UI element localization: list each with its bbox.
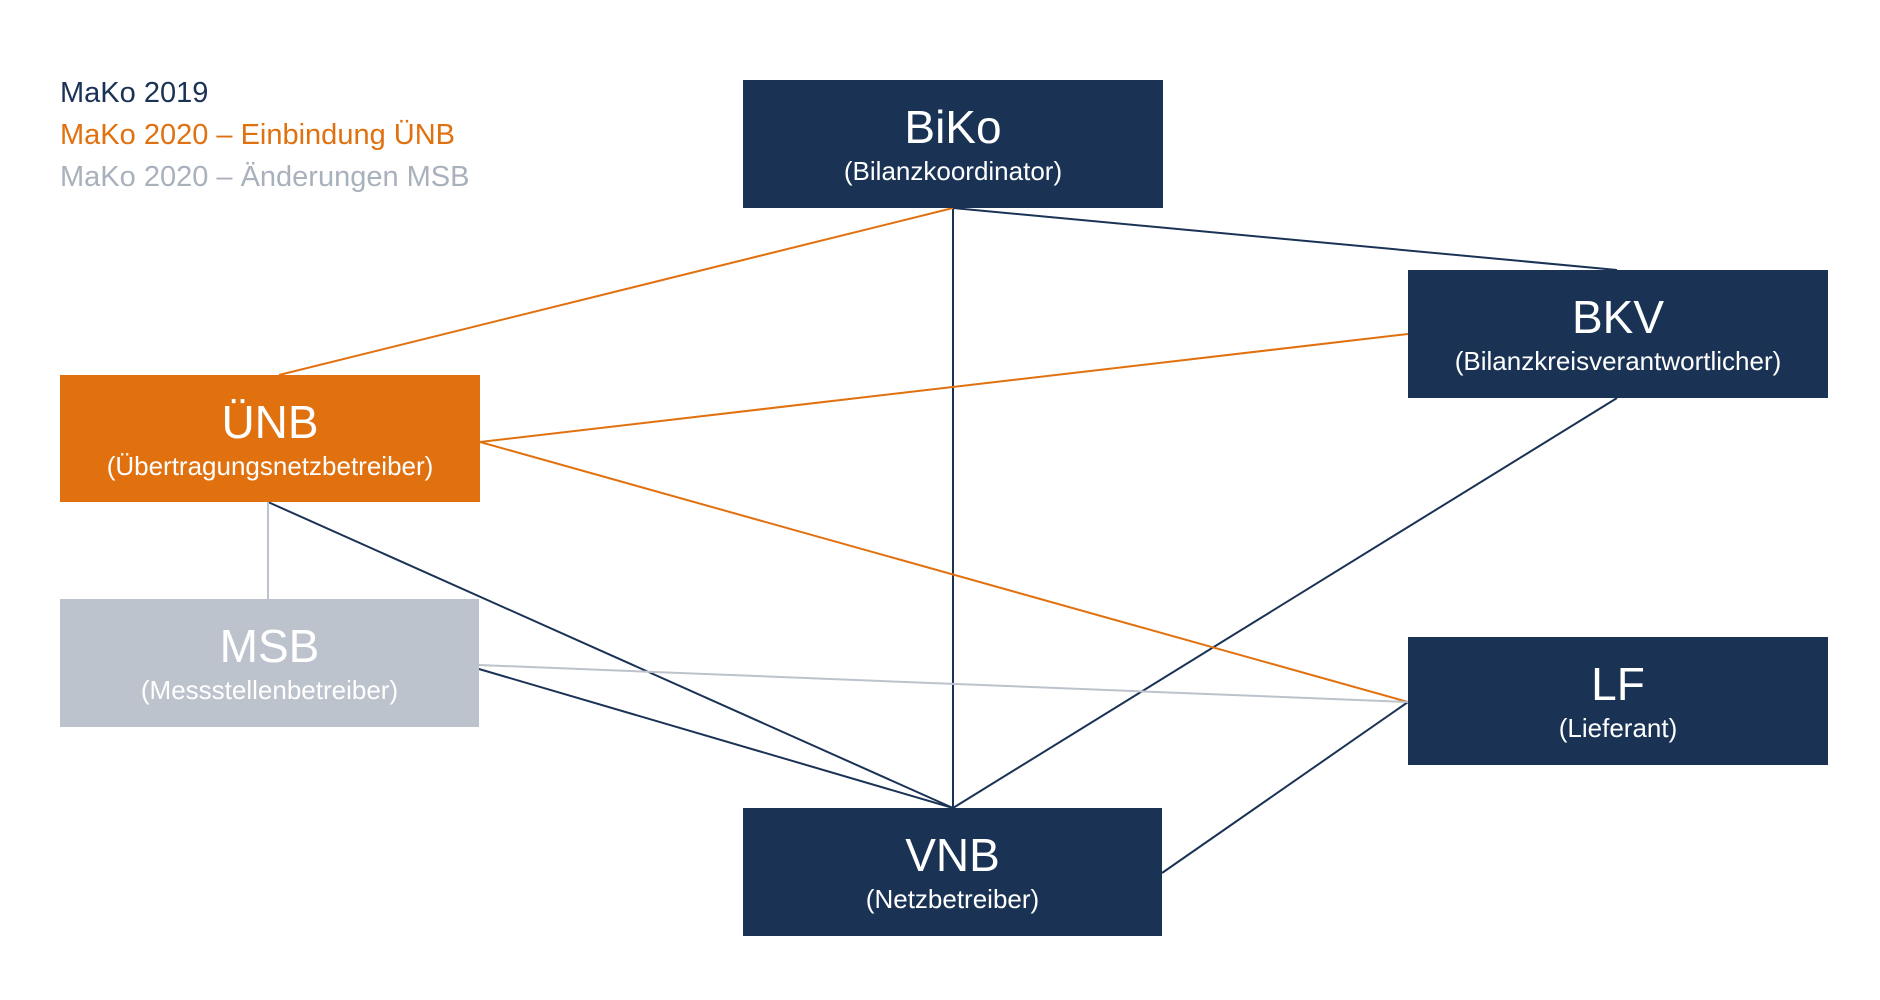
connector-unb-lf bbox=[479, 441, 1409, 703]
node-bkv-full-name: (Bilanzkreisverantwortlicher) bbox=[1454, 346, 1782, 376]
connector-bkv-vnb bbox=[952, 397, 1618, 809]
node-biko-full-name: (Bilanzkoordinator) bbox=[843, 156, 1063, 186]
node-unb: ÜNB (Übertragungsnetzbetreiber) bbox=[60, 375, 480, 502]
node-biko-abbr: BiKo bbox=[904, 101, 1002, 153]
node-vnb: VNB (Netzbetreiber) bbox=[743, 808, 1162, 936]
connector-biko-bkv bbox=[952, 207, 1618, 271]
node-bkv: BKV (Bilanzkreisverantwortlicher) bbox=[1408, 270, 1828, 398]
connector-msb-lf bbox=[478, 664, 1409, 703]
legend-item-mako-2020-msb: MaKo 2020 – Änderungen MSB bbox=[60, 161, 470, 193]
connector-unb-bkv bbox=[479, 333, 1409, 443]
node-lf-full-name: (Lieferant) bbox=[1558, 713, 1678, 743]
connector-lf-vnb bbox=[1161, 701, 1409, 874]
node-vnb-full-name: (Netzbetreiber) bbox=[865, 884, 1040, 914]
node-lf: LF (Lieferant) bbox=[1408, 637, 1828, 765]
node-unb-full-name: (Übertragungsnetzbetreiber) bbox=[106, 450, 434, 481]
node-unb-abbr: ÜNB bbox=[221, 395, 319, 448]
node-vnb-abbr: VNB bbox=[905, 829, 1000, 881]
legend-item-mako-2020-unb: MaKo 2020 – Einbindung ÜNB bbox=[60, 119, 455, 151]
connector-unb-vnb bbox=[267, 501, 954, 809]
node-bkv-abbr: BKV bbox=[1571, 291, 1665, 343]
node-lf-abbr: LF bbox=[1591, 658, 1645, 710]
node-msb-full-name: (Messstellenbetreiber) bbox=[140, 675, 399, 705]
node-msb: MSB (Messstellenbetreiber) bbox=[60, 599, 479, 727]
connector-msb-vnb bbox=[478, 668, 954, 809]
legend: MaKo 2019 MaKo 2020 – Einbindung ÜNB MaK… bbox=[60, 72, 470, 198]
node-biko: BiKo (Bilanzkoordinator) bbox=[743, 80, 1163, 208]
node-msb-abbr: MSB bbox=[219, 620, 320, 672]
connector-biko-unb bbox=[278, 207, 954, 376]
legend-item-mako-2019: MaKo 2019 bbox=[60, 77, 209, 109]
